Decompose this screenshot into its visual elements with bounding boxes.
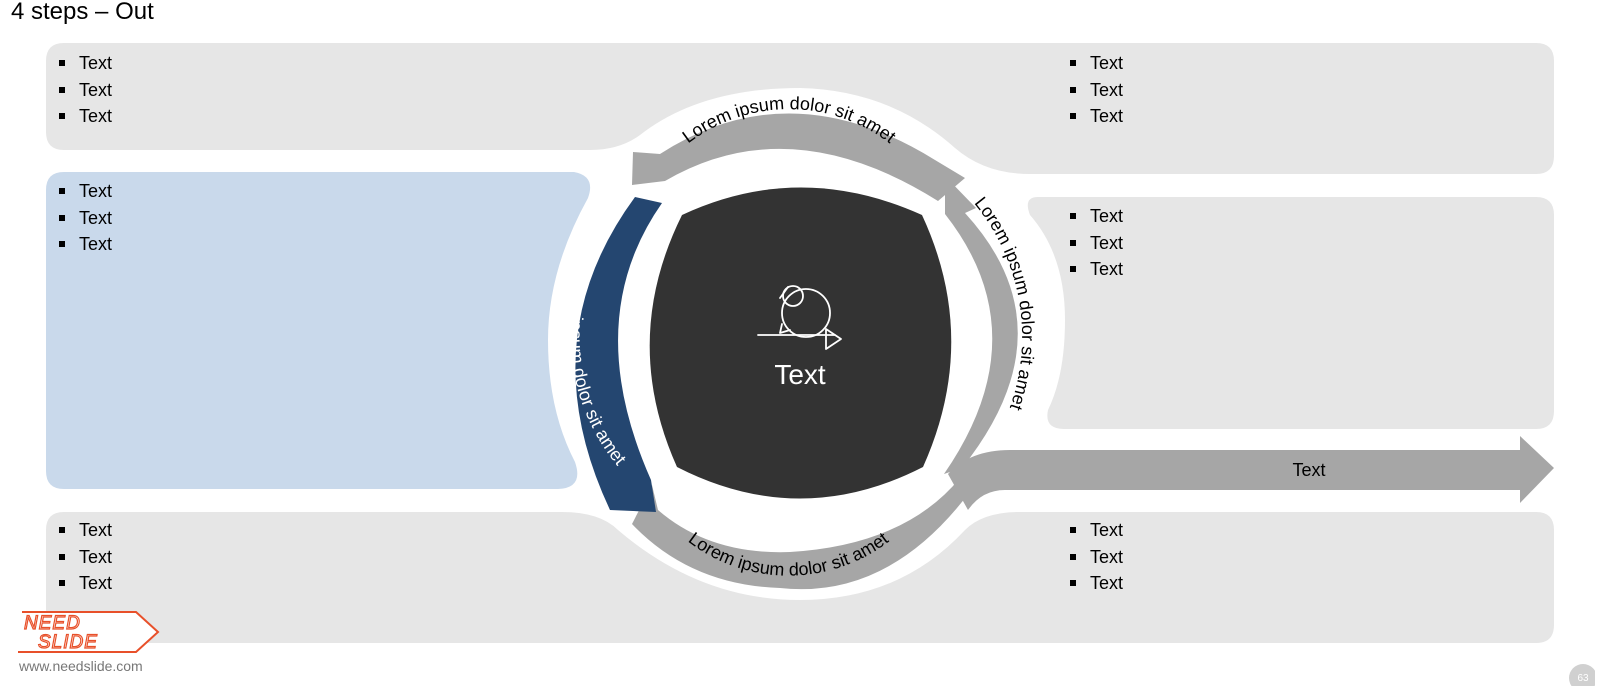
panel-middle-left [46, 172, 591, 489]
list-item: Text [1070, 203, 1123, 230]
list-item: Text [59, 50, 112, 77]
list-item: Text [59, 205, 112, 232]
cycle-arrow-left [575, 197, 662, 512]
list-item: Text [59, 231, 112, 258]
panel-middle-right-list: Text Text Text [1070, 203, 1123, 283]
cycle-arrow-top [632, 113, 965, 201]
list-item: Text [59, 103, 112, 130]
panel-middle-left-list: Text Text Text [59, 178, 112, 258]
center-disc [649, 187, 952, 499]
list-item: Text [1070, 103, 1123, 130]
output-arrow-label: Text [1292, 460, 1325, 480]
panel-bottom-left-list: Text Text Text [59, 517, 112, 597]
list-item: Text [59, 544, 112, 571]
output-arrow [948, 436, 1554, 510]
cycle-arrow-right [944, 176, 1018, 474]
panel-top [46, 43, 1554, 174]
website-url: www.needslide.com [19, 658, 143, 674]
page-number: 63 [1577, 673, 1589, 684]
list-item: Text [59, 178, 112, 205]
list-item: Text [59, 517, 112, 544]
page-number-badge: 63 [1569, 664, 1595, 686]
list-item: Text [1070, 230, 1123, 257]
list-item: Text [1070, 570, 1123, 597]
cycle-arrow-bottom [632, 478, 972, 590]
list-item: Text [1070, 50, 1123, 77]
list-item: Text [1070, 544, 1123, 571]
list-item: Text [1070, 517, 1123, 544]
list-item: Text [1070, 77, 1123, 104]
logo-line2: SLIDE [38, 632, 98, 653]
needslide-logo: NEED SLIDE [18, 611, 160, 654]
scrum-cycle-icon [757, 285, 842, 350]
list-item: Text [59, 570, 112, 597]
list-item: Text [59, 77, 112, 104]
slide-title: 4 steps – Out [11, 0, 154, 25]
panel-bottom [46, 512, 1554, 643]
panel-bottom-right-list: Text Text Text [1070, 517, 1123, 597]
cycle-arrows [575, 113, 1018, 590]
panel-top-right-list: Text Text Text [1070, 50, 1123, 130]
center-label: Text [774, 359, 826, 390]
panel-middle-right [1027, 197, 1554, 429]
panel-backgrounds [46, 43, 1554, 643]
logo-line1: NEED [24, 613, 81, 634]
panel-top-left-list: Text Text Text [59, 50, 112, 130]
list-item: Text [1070, 256, 1123, 283]
